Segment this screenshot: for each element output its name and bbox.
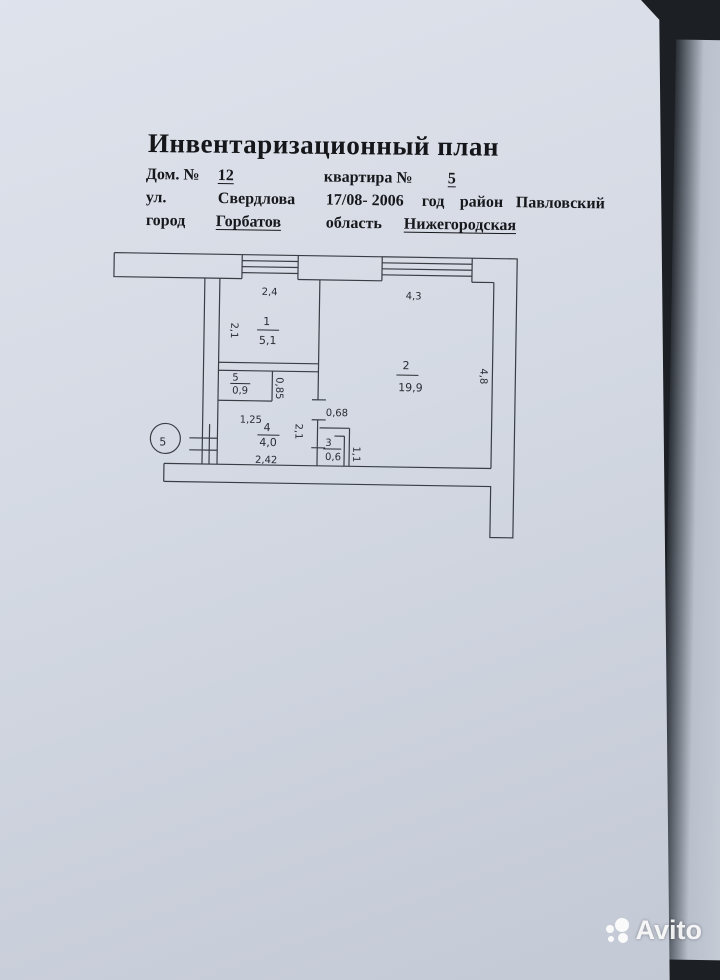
wall-outer — [110, 253, 517, 538]
avito-logo-icon — [602, 916, 632, 946]
dim-room3-side: 1,1 — [350, 446, 361, 462]
dim-room2-side: 4,8 — [477, 368, 488, 384]
entrance-door — [209, 424, 210, 464]
wall-left — [111, 253, 205, 464]
room1-number: 1 — [263, 315, 270, 328]
partition-lower — [317, 420, 318, 466]
dim-room1-side: 2,1 — [228, 322, 239, 338]
room4-number: 4 — [263, 421, 270, 434]
wall-left-inner — [217, 278, 220, 464]
dim-room2-top: 4,3 — [406, 291, 422, 302]
floor-plan: 5 2,4 2,1 1 5,1 4,3 2 19,9 4,8 5 0,9 0,8… — [0, 0, 720, 960]
partition-room1-bottom — [219, 362, 319, 364]
wall-inner-right — [491, 283, 494, 469]
avito-watermark: Avito — [602, 915, 703, 946]
partition-room5-bottom — [218, 400, 272, 401]
room2-area: 19,9 — [398, 381, 423, 394]
dim-room4-left: 1,25 — [240, 415, 262, 426]
partition-room3-side — [349, 428, 350, 466]
window-1 — [242, 255, 298, 280]
dim-room1-top: 2,4 — [262, 287, 278, 298]
room4-area: 4,0 — [259, 436, 277, 449]
dim-room5-side: 0,85 — [273, 377, 284, 399]
partition-main — [318, 280, 320, 400]
window-2 — [382, 257, 472, 282]
room1-area: 5,1 — [259, 334, 277, 347]
dim-room4-bottom: 2,42 — [255, 455, 277, 466]
dim-room4-right: 2,1 — [292, 423, 303, 439]
room5-area: 0,9 — [232, 385, 248, 396]
wall-inner-top-a — [205, 278, 242, 279]
wall-inner-bottom — [164, 463, 491, 468]
apartment-marker: 5 — [159, 435, 166, 448]
dim-passage: 0,68 — [326, 408, 348, 419]
room3-area: 0,6 — [325, 452, 341, 463]
room3-number: 3 — [325, 438, 332, 449]
wall-inner-top-b — [298, 279, 382, 280]
avito-brand: Avito — [636, 915, 703, 946]
room5-number: 5 — [232, 372, 239, 383]
room2-number: 2 — [402, 359, 409, 372]
